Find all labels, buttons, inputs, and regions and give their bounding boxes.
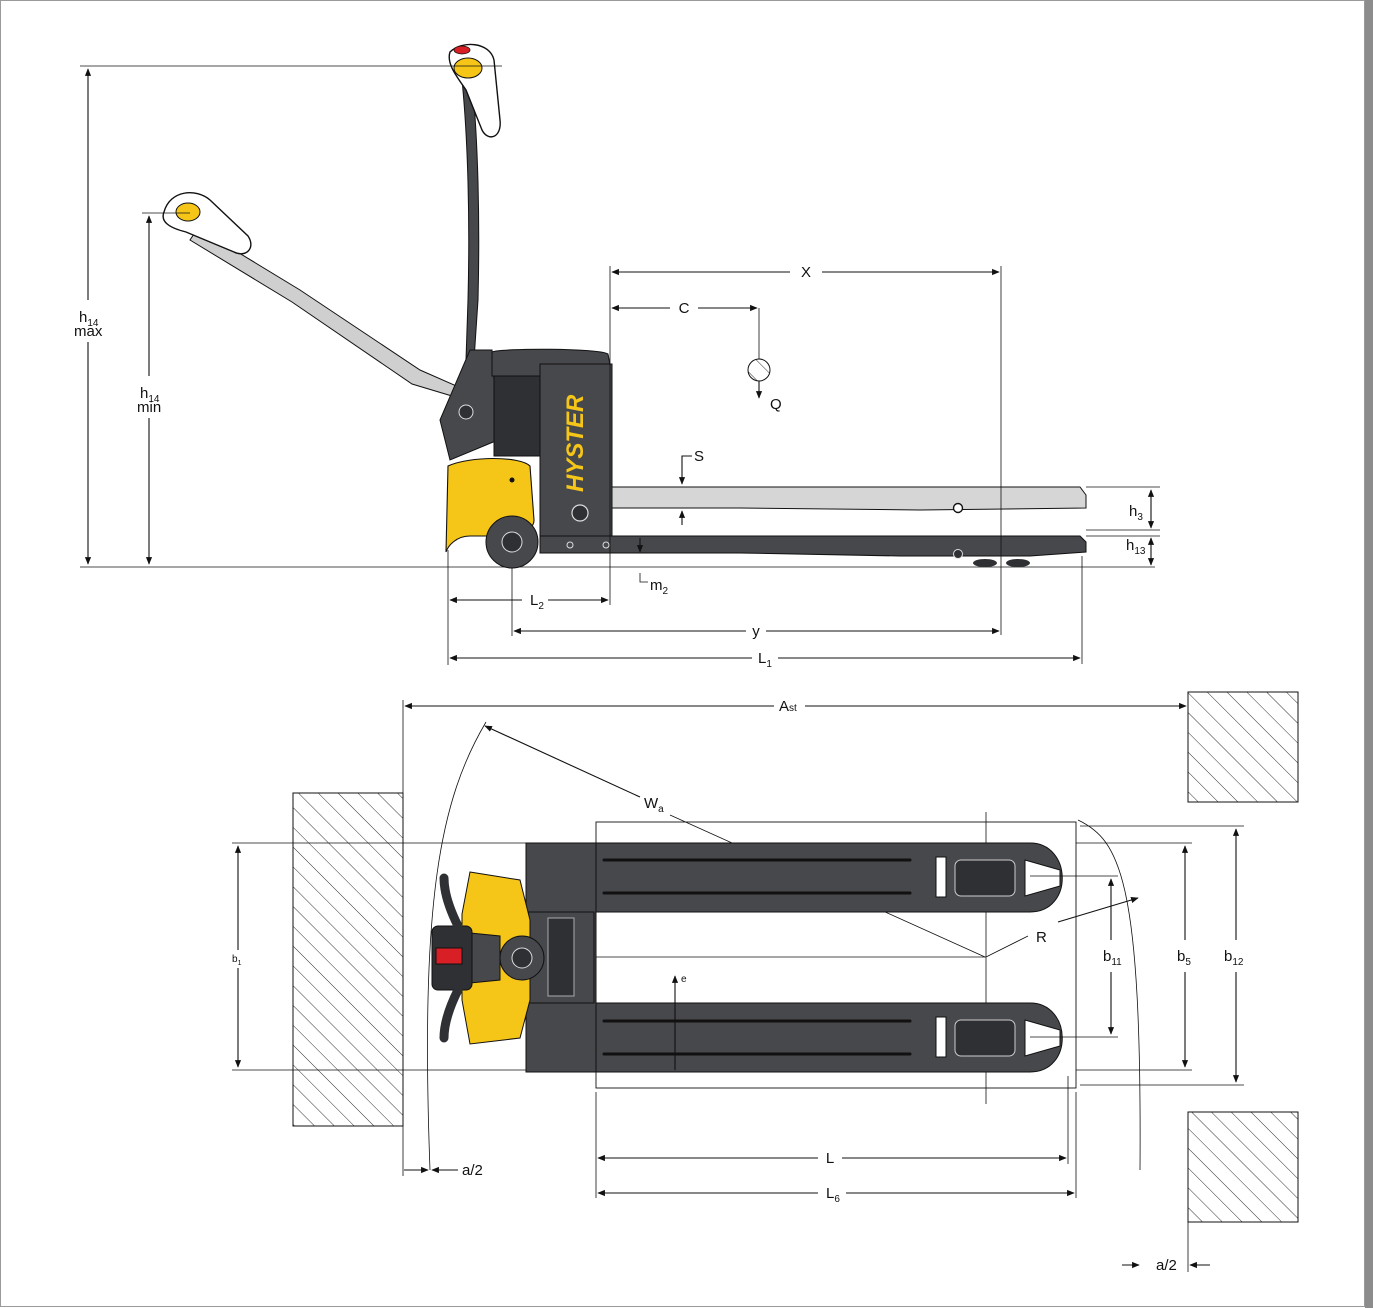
label-l6: L6 [826, 1185, 840, 1205]
tiller-lowered [189, 227, 473, 403]
obstacle-top-right-hatched-block-icon [1187, 691, 1299, 803]
label-s: S [694, 448, 704, 465]
s-leader [678, 455, 692, 485]
tiller-swing-arc [427, 721, 487, 1171]
brand-logo: HYSTER [562, 394, 589, 492]
tiller-hub-inner [511, 947, 533, 969]
label-h14min: h14 [140, 385, 160, 405]
turning-arc-right [1077, 819, 1141, 1171]
label-h14min-line2: min [137, 399, 161, 416]
label-c: C [679, 300, 690, 317]
label-l1: L1 [758, 650, 772, 670]
label-e: e [681, 974, 687, 985]
tiller-grip-top-left [439, 873, 463, 931]
top-view: Ast Wa [230, 691, 1299, 1274]
b1-label-bg [230, 950, 246, 968]
obstacle-left-hatched-block-icon [292, 792, 404, 1127]
fork-lowered-hole [953, 549, 963, 559]
tiller-red-button-top [435, 947, 463, 965]
center-slot [547, 917, 575, 997]
fork-grooves [602, 858, 912, 1056]
tiller-grip-upright [453, 57, 483, 79]
label-h14max: h14 [79, 309, 99, 329]
label-x: X [801, 264, 811, 281]
page-shadow-right [1365, 0, 1373, 1308]
fork-raised [611, 486, 1087, 511]
tiller-grip-lowered [175, 202, 201, 222]
load-wheel-2 [1006, 559, 1030, 567]
load-wheel-1 [973, 559, 997, 567]
tiller-upright [461, 79, 480, 361]
drive-wheel-hub [501, 531, 523, 553]
label-h13: h13 [1126, 537, 1146, 557]
label-y: y [752, 623, 760, 640]
fork-tips [935, 856, 1061, 1058]
wa-line-1 [484, 725, 641, 798]
fork-bolt-2 [602, 541, 610, 549]
obstacle-bottom-right-hatched-block-icon [1187, 1111, 1299, 1223]
label-wa: Wa [644, 795, 664, 815]
label-r: R [1036, 929, 1047, 946]
fork-raised-hole [952, 502, 964, 514]
fork-lowered [539, 535, 1087, 557]
label-a2-right: a/2 [1156, 1257, 1177, 1274]
r-line-1 [985, 935, 1029, 958]
label-a2-left: a/2 [462, 1162, 483, 1179]
label-l2: L2 [530, 592, 544, 612]
label-b1: b1 [232, 954, 242, 967]
label-b5: b5 [1177, 948, 1191, 968]
m2-leader [639, 573, 648, 583]
motor-block [493, 375, 541, 457]
r-line-2 [1057, 897, 1139, 923]
label-b12: b12 [1224, 948, 1244, 968]
label-h14max-line2: max [74, 323, 103, 340]
side-view: HYSTER X C Q S [74, 43, 1160, 670]
label-l: L [826, 1150, 834, 1167]
cover-bolt [509, 477, 515, 483]
label-q: Q [770, 396, 782, 413]
label-ast: Ast [779, 698, 797, 715]
tiller-pivot [458, 404, 474, 420]
tiller-grip-top-right [439, 985, 463, 1043]
tiller-base [439, 349, 499, 461]
housing-knob [571, 504, 589, 522]
label-h3: h3 [1129, 503, 1143, 523]
label-m2: m2 [650, 577, 669, 597]
label-b11: b11 [1103, 948, 1122, 968]
fork-bolt-1 [566, 541, 574, 549]
load-center-hatched-circle-icon [747, 358, 771, 382]
tiller-red-button-upright [453, 45, 471, 55]
